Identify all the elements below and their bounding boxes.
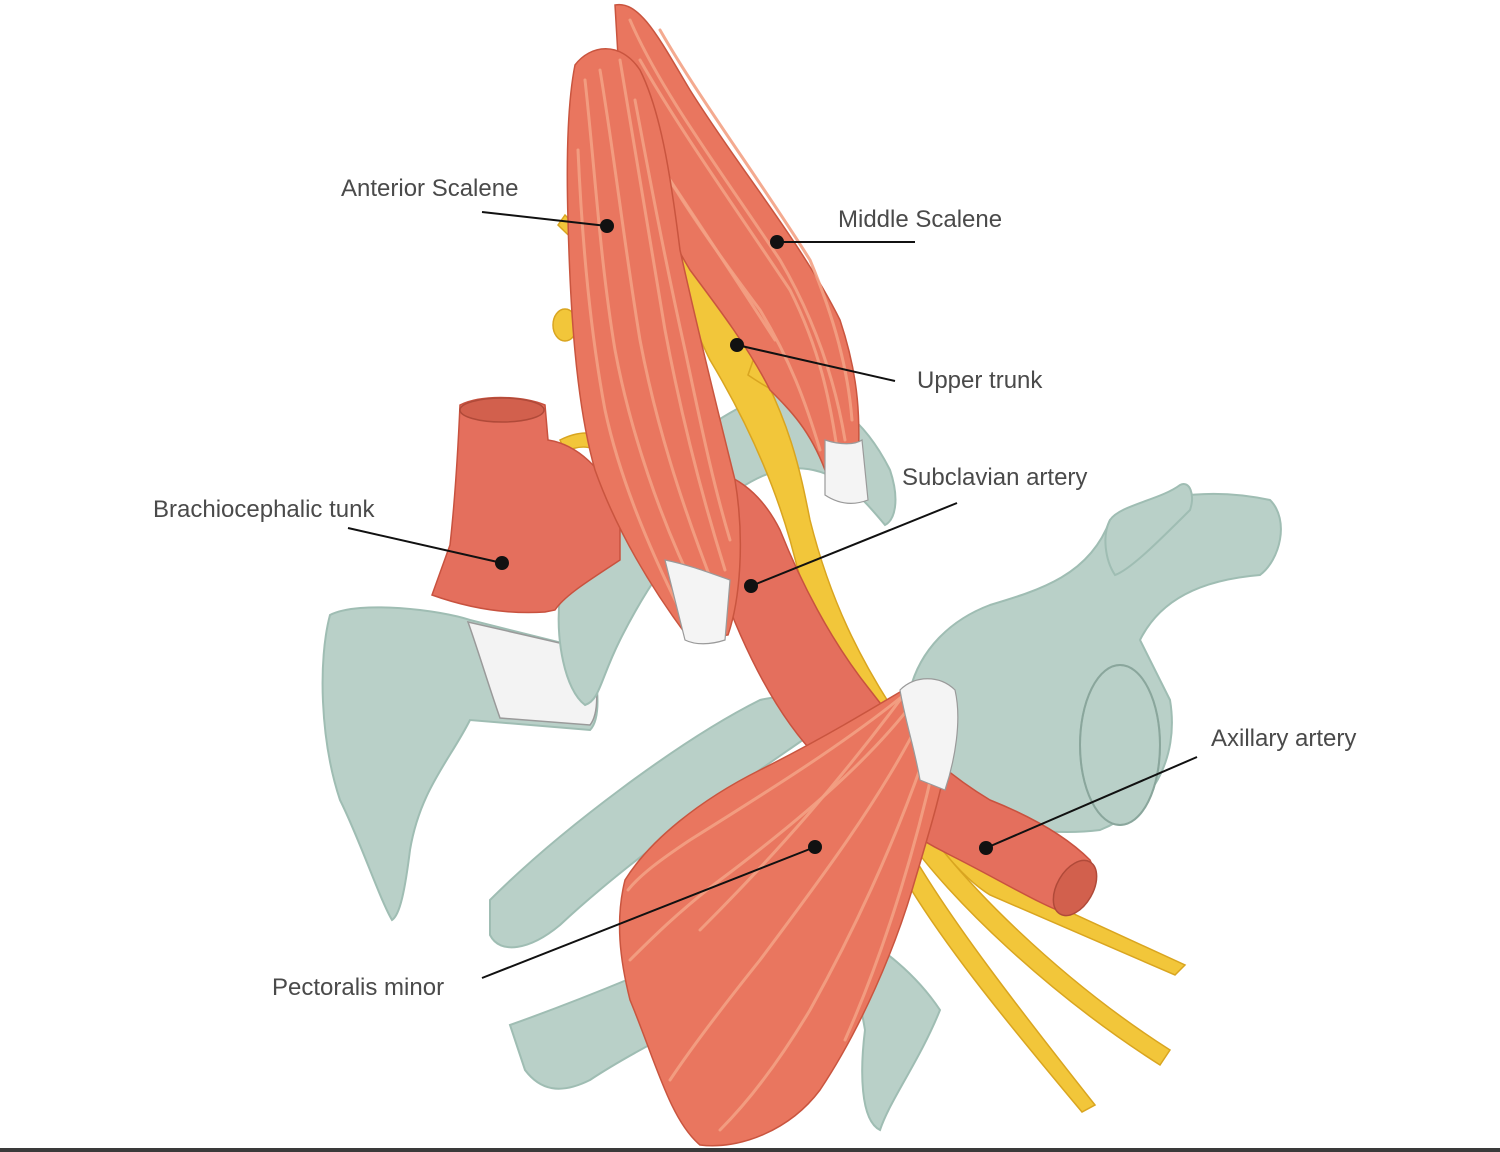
scapula <box>906 492 1282 833</box>
coracoid-process <box>1104 483 1193 577</box>
dot-upper-trunk <box>730 338 744 352</box>
pectoralis-minor-tendon <box>899 678 959 791</box>
label-axillary-artery: Axillary artery <box>1211 725 1357 752</box>
label-upper-trunk: Upper trunk <box>917 367 1043 394</box>
leader-brachiocephalic <box>347 527 503 564</box>
dot-subclavian-artery <box>744 579 758 593</box>
middle-scalene-muscle <box>614 3 869 504</box>
label-brachiocephalic: Brachiocephalic tunk <box>153 496 375 523</box>
subclavian-axillary-artery <box>699 469 1098 917</box>
dot-brachiocephalic <box>495 556 509 570</box>
glenoid-rim <box>1079 664 1161 826</box>
leader-lines <box>347 211 1198 979</box>
anterior-scalene-tendon <box>664 559 731 645</box>
label-subclavian-artery: Subclavian artery <box>902 464 1088 491</box>
anterior-scalene-muscle <box>566 48 742 645</box>
nerve-branch-lower-1 <box>904 818 1172 1067</box>
leader-pectoralis-minor <box>481 846 816 979</box>
bottom-border <box>0 1148 1500 1152</box>
middle-scalene-tendon <box>824 438 869 504</box>
label-pectoralis-minor: Pectoralis minor <box>272 974 445 1001</box>
dot-axillary-artery <box>979 841 993 855</box>
nerve-branch-lower-2 <box>894 848 1097 1113</box>
leader-upper-trunk <box>736 344 896 382</box>
leader-subclavian-artery <box>750 502 958 587</box>
label-anterior-scalene: Anterior Scalene <box>341 175 519 202</box>
dot-anterior-scalene <box>600 219 614 233</box>
label-middle-scalene: Middle Scalene <box>838 206 1003 233</box>
leader-axillary-artery <box>985 756 1198 849</box>
dot-middle-scalene <box>770 235 784 249</box>
pectoralis-minor-muscle <box>618 678 959 1147</box>
dot-pectoralis-minor <box>808 840 822 854</box>
leader-anterior-scalene <box>481 211 608 227</box>
